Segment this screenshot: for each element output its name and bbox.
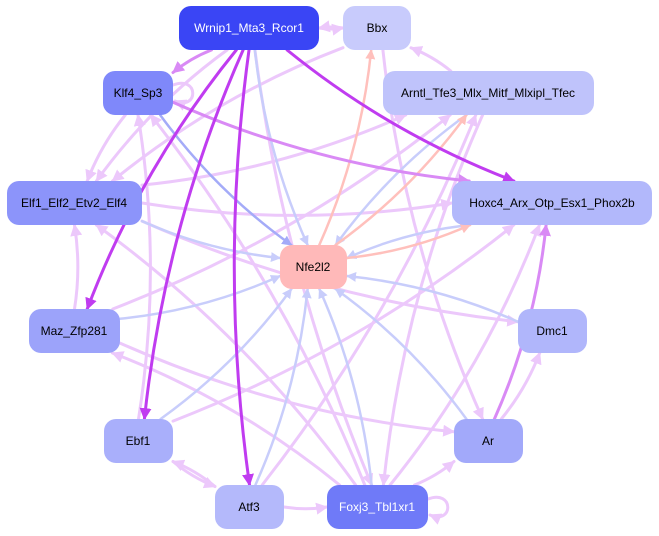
- node-box: [215, 485, 284, 529]
- edge-elf1-to-hoxc4: [140, 198, 454, 217]
- node-label: Elf1_Elf2_Etv2_Elf4: [21, 196, 127, 210]
- node-maz[interactable]: Maz_Zfp281: [29, 309, 120, 353]
- edge-foxj3-to-hoxc4: [388, 223, 542, 487]
- edge-ar-to-nfe2l2: [334, 287, 468, 421]
- node-arntl[interactable]: Arntl_Tfe3_Mlx_Mitf_Mlxipl_Tfec: [383, 71, 594, 115]
- node-label: Arntl_Tfe3_Mlx_Mitf_Mlxipl_Tfec: [401, 86, 575, 100]
- edge-wrnip1-to-maz: [85, 48, 238, 311]
- edge-maz-to-nfe2l2: [118, 274, 282, 321]
- edge-nfe2l2-to-bbx: [318, 48, 376, 247]
- edge-arntl-to-nfe2l2: [334, 113, 468, 247]
- edge-maz-to-elf1: [70, 223, 83, 311]
- edge-ebf1-to-nfe2l2: [159, 287, 293, 421]
- edge-bbx-to-wrnip1: [317, 20, 345, 33]
- edge-klf4-to-hoxc4: [171, 100, 471, 186]
- edge-arntl-to-bbx: [409, 46, 453, 73]
- node-box: [454, 419, 523, 463]
- node-label: Klf4_Sp3: [114, 86, 163, 100]
- edge-wrnip1-to-atf3: [232, 48, 254, 487]
- nodes-layer: Wrnip1_Mta3_Rcor1 Bbx Klf4_Sp3 Arntl_Tfe…: [7, 6, 652, 529]
- node-box: [280, 245, 347, 289]
- edge-klf4-to-nfe2l2: [158, 113, 293, 247]
- edge-wrnip1-to-ebf1: [139, 48, 245, 421]
- node-label: Atf3: [238, 500, 260, 514]
- edge-atf3-to-arntl: [260, 113, 478, 487]
- edge-nfe2l2-to-hoxc4: [345, 223, 472, 260]
- edge-atf3-to-ebf1: [171, 459, 217, 488]
- edge-foxj3-to-nfe2l2: [318, 287, 373, 487]
- node-box: [518, 309, 587, 353]
- node-nfe2l2[interactable]: Nfe2l2: [280, 245, 347, 289]
- node-box: [343, 6, 411, 50]
- node-label: Maz_Zfp281: [41, 324, 108, 338]
- edge-wrnip1-to-hoxc4: [285, 48, 516, 183]
- node-box: [103, 71, 173, 115]
- edge-nfe2l2-to-arntl: [334, 113, 468, 247]
- edge-klf4-to-elf1: [85, 113, 127, 183]
- node-box: [383, 71, 594, 115]
- edge-bbx-to-elf1: [111, 46, 345, 183]
- edge-maz-to-ar: [118, 341, 456, 437]
- edge-foxj3-to-maz: [110, 351, 342, 487]
- edge-wrnip1-to-nfe2l2: [253, 48, 309, 247]
- node-elf1[interactable]: Elf1_Elf2_Etv2_Elf4: [7, 181, 142, 225]
- edge-klf4-to-klf4: [171, 81, 195, 111]
- node-box: [179, 6, 319, 50]
- node-label: Ebf1: [126, 434, 151, 448]
- node-label: Dmc1: [536, 324, 568, 338]
- edge-dmc1-to-nfe2l2: [345, 271, 520, 324]
- node-ebf1[interactable]: Ebf1: [104, 419, 173, 463]
- node-dmc1[interactable]: Dmc1: [518, 309, 587, 353]
- node-box: [104, 419, 173, 463]
- node-hoxc4[interactable]: Hoxc4_Arx_Otp_Esx1_Phox2b: [452, 181, 652, 225]
- edge-maz-to-arntl: [111, 113, 452, 311]
- node-label: Foxj3_Tbl1xr1: [339, 500, 415, 514]
- node-label: Wrnip1_Mta3_Rcor1: [194, 21, 304, 35]
- node-box: [452, 181, 652, 225]
- node-ar[interactable]: Ar: [454, 419, 523, 463]
- node-bbx[interactable]: Bbx: [343, 6, 411, 50]
- edge-foxj3-to-ar: [413, 460, 456, 487]
- node-wrnip1[interactable]: Wrnip1_Mta3_Rcor1: [179, 6, 319, 50]
- node-klf4[interactable]: Klf4_Sp3: [103, 71, 173, 115]
- node-box: [29, 309, 120, 353]
- node-atf3[interactable]: Atf3: [215, 485, 284, 529]
- node-foxj3[interactable]: Foxj3_Tbl1xr1: [327, 485, 428, 529]
- node-label: Nfe2l2: [296, 260, 331, 274]
- edge-atf3-to-foxj3: [282, 502, 329, 515]
- node-label: Bbx: [367, 21, 388, 35]
- edge-ar-to-dmc1: [499, 351, 542, 421]
- edge-foxj3-to-foxj3: [426, 495, 450, 525]
- node-label: Ar: [482, 434, 494, 448]
- edge-elf1-to-nfe2l2: [140, 219, 282, 263]
- node-box: [327, 485, 428, 529]
- edge-foxj3-to-klf4: [149, 113, 367, 487]
- edge-atf3-to-nfe2l2: [254, 287, 312, 487]
- node-label: Hoxc4_Arx_Otp_Esx1_Phox2b: [469, 196, 635, 210]
- edge-hoxc4-to-nfe2l2: [345, 223, 472, 260]
- edge-ebf1-to-hoxc4: [171, 223, 516, 423]
- node-box: [7, 181, 142, 225]
- edge-wrnip1-to-klf4: [171, 48, 213, 74]
